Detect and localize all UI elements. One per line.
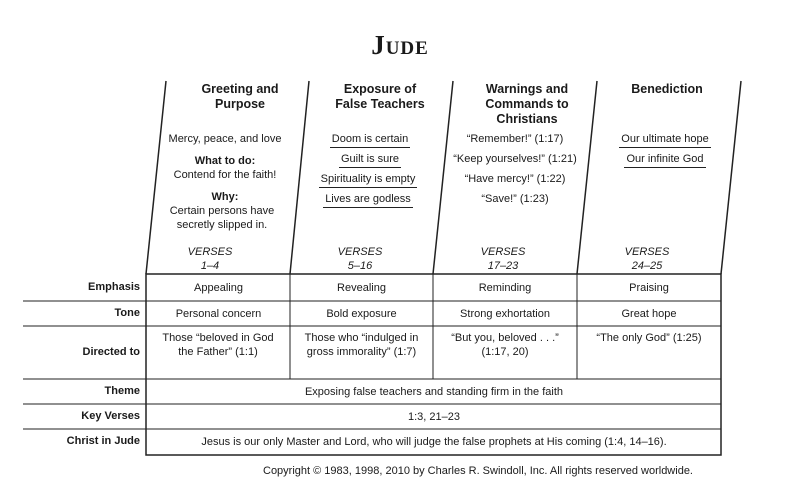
directed-to-cell: Those who “indulged in gross immorality”…: [304, 332, 419, 358]
section-3-line: “Save!” (1:23): [481, 193, 549, 205]
section-heading-exposure: Exposure of False Teachers: [335, 82, 425, 111]
what-to-do-label: What to do:: [194, 155, 256, 167]
verses-range: 1–4: [200, 260, 220, 272]
section-heading-greeting: Greeting and Purpose: [201, 82, 279, 111]
copyright-notice: Copyright © 1983, 1998, 2010 by Charles …: [263, 465, 693, 477]
theme-cell: Exposing false teachers and standing fir…: [304, 386, 564, 398]
verses-label: VERSES: [187, 246, 233, 258]
page-title: Jude: [371, 30, 429, 60]
row-label-key-verses: Key Verses: [81, 410, 140, 422]
divider-line: [576, 80, 598, 275]
verses-label: VERSES: [480, 246, 526, 258]
section-heading-benediction: Benediction: [631, 82, 703, 96]
tone-cell: Great hope: [621, 308, 677, 320]
section-3-line: “Remember!” (1:17): [466, 133, 564, 145]
section-4-line: Our ultimate hope: [600, 132, 730, 148]
divider-line: [720, 80, 742, 275]
row-label-theme: Theme: [104, 385, 140, 397]
section-heading-warnings: Warnings and Commands to Christians: [485, 82, 569, 126]
section-3-line: “Have mercy!” (1:22): [464, 173, 566, 185]
tone-cell: Bold exposure: [326, 308, 397, 320]
divider-line: [289, 80, 310, 275]
why-label: Why:: [211, 191, 239, 203]
section-3-line: “Keep yourselves!” (1:21): [453, 153, 577, 165]
directed-to-cell: Those “beloved in God the Father” (1:1): [162, 332, 274, 358]
tone-cell: Strong exhortation: [460, 308, 550, 320]
divider-line: [145, 80, 167, 275]
section-1-line: Mercy, peace, and love: [168, 133, 282, 145]
divider-line: [432, 80, 454, 275]
verses-label: VERSES: [337, 246, 383, 258]
row-label-tone: Tone: [114, 307, 140, 319]
verses-label: VERSES: [624, 246, 670, 258]
row-label-directed-to: Directed to: [82, 346, 140, 358]
verses-range: 17–23: [487, 260, 519, 272]
section-2-line: Lives are godless: [300, 192, 436, 208]
section-2-line: Guilt is sure: [310, 152, 430, 168]
verses-range: 24–25: [631, 260, 663, 272]
what-to-do-text: Contend for the faith!: [173, 169, 277, 181]
row-label-christ-in: Christ in Jude: [66, 435, 140, 447]
section-4-line: Our infinite God: [600, 152, 730, 168]
why-text: Certain persons have secretly slipped in…: [169, 205, 275, 231]
christ-in-cell: Jesus is our only Master and Lord, who w…: [201, 436, 667, 448]
key-verses-cell: 1:3, 21–23: [408, 411, 460, 423]
verses-range: 5–16: [347, 260, 373, 272]
emphasis-cell: Revealing: [337, 282, 386, 294]
emphasis-cell: Reminding: [478, 282, 532, 294]
section-2-line: Spirituality is empty: [300, 172, 436, 188]
directed-to-cell: “But you, beloved . . .” (1:17, 20): [451, 332, 559, 358]
emphasis-cell: Appealing: [194, 282, 243, 294]
emphasis-cell: Praising: [629, 282, 669, 294]
section-2-line: Doom is certain: [310, 132, 430, 148]
directed-to-cell: “The only God” (1:25): [596, 332, 702, 344]
tone-cell: Personal concern: [175, 308, 262, 320]
row-label-emphasis: Emphasis: [88, 281, 140, 293]
